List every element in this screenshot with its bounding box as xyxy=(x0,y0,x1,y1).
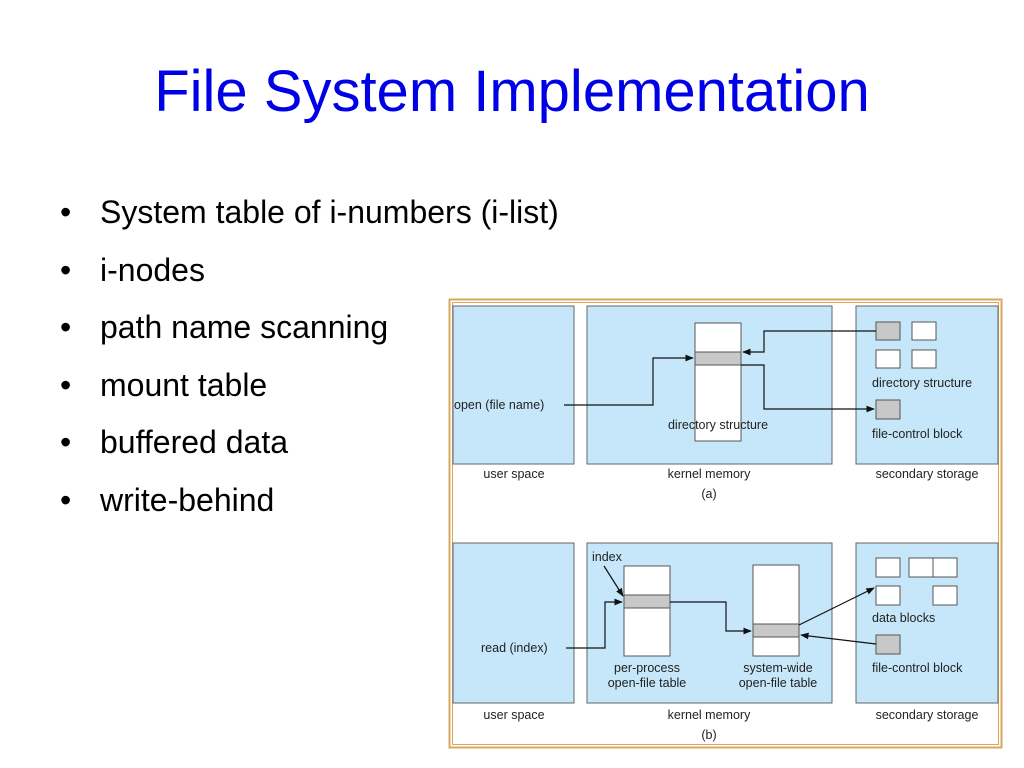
disk-block xyxy=(911,349,937,369)
read-arrow xyxy=(566,598,623,649)
data-block xyxy=(932,557,958,578)
user-space-label-a: user space xyxy=(483,467,544,481)
directory-entry-highlight xyxy=(694,351,742,366)
data-block xyxy=(875,557,901,578)
bullet-item: •path name scanning xyxy=(60,305,559,363)
figure-frame-inner xyxy=(452,302,999,745)
bullet-glyph: • xyxy=(60,251,72,288)
file-control-block-b xyxy=(875,634,901,655)
bullet-glyph: • xyxy=(60,309,72,345)
kernel-memory-label-a: kernel memory xyxy=(668,467,751,481)
directory-structure-table xyxy=(694,322,742,442)
disk-block xyxy=(875,349,901,369)
system-wide-table xyxy=(752,564,800,657)
bullet-list: •System table of i-numbers (i-list) •i-n… xyxy=(60,190,559,535)
directory-load-arrow xyxy=(742,330,876,356)
system-wide-entry-highlight xyxy=(752,623,800,638)
bullet-glyph: • xyxy=(60,424,72,460)
kernel-memory-label-b: kernel memory xyxy=(668,708,751,722)
bullet-item: •mount table xyxy=(60,363,559,421)
disk-block xyxy=(875,321,901,341)
file-control-block-label-b: file-control block xyxy=(872,661,963,675)
open-arrow xyxy=(564,354,694,406)
secondary-storage-label-a: secondary storage xyxy=(876,467,979,481)
fcb-arrow-a xyxy=(741,364,875,413)
slide-title: File System Implementation xyxy=(154,59,870,124)
caption-b: (b) xyxy=(701,728,716,742)
user-space-panel-b xyxy=(452,542,575,704)
per-process-table xyxy=(623,565,671,657)
read-call-label: read (index) xyxy=(481,641,548,655)
bullet-glyph: • xyxy=(60,481,72,518)
file-system-diagram: open (file name) directory structure dir… xyxy=(448,298,1003,749)
bullet-item: •buffered data xyxy=(60,420,559,478)
secondary-storage-label-b: secondary storage xyxy=(876,708,979,722)
per-process-to-system-arrow xyxy=(670,601,752,635)
disk-block xyxy=(911,321,937,341)
bullet-item: •System table of i-numbers (i-list) xyxy=(60,190,559,248)
data-block xyxy=(932,585,958,606)
user-space-panel-a xyxy=(452,305,575,465)
file-control-block-a xyxy=(875,399,901,420)
index-label: index xyxy=(592,550,623,564)
bullet-item: •i-nodes xyxy=(60,248,559,306)
bullet-glyph: • xyxy=(60,366,72,403)
file-control-block-label-a: file-control block xyxy=(872,427,963,441)
data-block xyxy=(875,585,901,606)
fcb-arrow-b xyxy=(800,632,877,645)
data-blocks-label: data blocks xyxy=(872,611,935,625)
per-process-label: per-process xyxy=(614,661,680,675)
data-block xyxy=(908,557,934,578)
open-call-label: open (file name) xyxy=(454,398,544,412)
per-process-entry-highlight xyxy=(623,594,671,609)
bullet-glyph: • xyxy=(60,194,72,230)
user-space-label-b: user space xyxy=(483,708,544,722)
data-blocks-arrow xyxy=(798,587,875,626)
system-wide-label-2: open-file table xyxy=(739,676,818,690)
directory-structure-disk-label: directory structure xyxy=(872,376,972,390)
system-wide-label: system-wide xyxy=(743,661,813,675)
bullet-item: •write-behind xyxy=(60,478,559,536)
per-process-label-2: open-file table xyxy=(608,676,687,690)
index-arrow xyxy=(603,565,624,597)
directory-structure-label: directory structure xyxy=(668,418,768,432)
file-system-figure: open (file name) directory structure dir… xyxy=(448,298,1003,749)
caption-a: (a) xyxy=(701,487,716,501)
